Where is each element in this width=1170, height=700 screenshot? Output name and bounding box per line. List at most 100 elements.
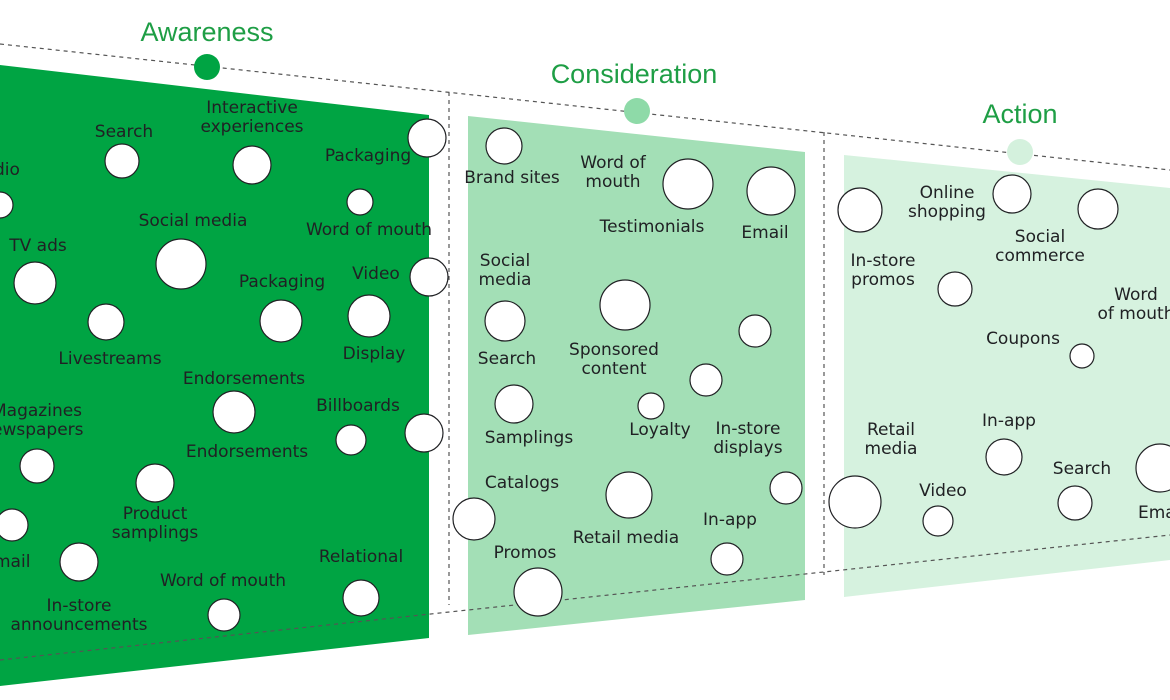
label-line: Display xyxy=(343,344,406,364)
label-line: Endorsements xyxy=(183,369,305,389)
bubble xyxy=(769,471,803,505)
consideration-panel xyxy=(468,116,805,635)
label-line: mouth xyxy=(585,172,640,192)
label-line: of mouth xyxy=(1098,304,1170,324)
awareness-labels: dioSearchInteractiveexperiencesPackaging… xyxy=(0,98,432,635)
action-title: Action xyxy=(982,99,1057,129)
bubble xyxy=(59,542,99,582)
bubble xyxy=(513,567,563,617)
awareness-channel-label: Video xyxy=(352,264,400,284)
label-line: In-app xyxy=(982,411,1036,431)
bubble xyxy=(0,508,29,542)
label-line: media xyxy=(479,270,532,290)
label-line: announcements xyxy=(10,615,147,635)
label-line: Billboards xyxy=(316,396,400,416)
label-line: Retail media xyxy=(573,528,679,548)
awareness-marker-dot xyxy=(194,54,220,80)
bubble xyxy=(484,300,526,342)
bubble xyxy=(335,424,367,456)
label-line: shopping xyxy=(908,202,986,222)
label-line: In-app xyxy=(703,510,757,530)
bubble xyxy=(104,143,140,179)
label-line: mail xyxy=(0,552,30,572)
label-line: In-store xyxy=(47,596,112,616)
awareness-title: Awareness xyxy=(140,17,273,47)
consideration-channel-label: In-app xyxy=(703,510,757,530)
label-line: Retail xyxy=(867,420,915,440)
label-line: Search xyxy=(1053,459,1111,479)
awareness-channel-label: Relational xyxy=(319,547,403,567)
bubble xyxy=(232,145,272,185)
label-line: Livestreams xyxy=(58,349,161,369)
label-line: Packaging xyxy=(325,146,411,166)
awareness-channel-label: Livestreams xyxy=(58,349,161,369)
bubble xyxy=(407,118,447,158)
label-line: commerce xyxy=(995,246,1085,266)
label-line: Catalogs xyxy=(485,473,559,493)
bubble xyxy=(689,363,723,397)
label-line: Testimonials xyxy=(599,217,705,237)
label-line: ewspapers xyxy=(0,420,84,440)
action-channel-label: Video xyxy=(919,481,967,501)
bubble xyxy=(494,384,534,424)
bubble xyxy=(985,438,1023,476)
consideration-channel-label: Brand sites xyxy=(464,168,560,188)
bubble xyxy=(0,191,14,219)
consideration-channel-label: Samplings xyxy=(485,428,574,448)
bubble xyxy=(1135,443,1170,493)
consideration-title: Consideration xyxy=(551,59,718,89)
bubble xyxy=(155,238,207,290)
bubble xyxy=(404,413,444,453)
bubble xyxy=(346,188,374,216)
label-line: Coupons xyxy=(986,329,1060,349)
bubble xyxy=(1069,343,1095,369)
label-line: promos xyxy=(851,270,915,290)
bubble xyxy=(599,279,651,331)
bubble xyxy=(828,475,882,529)
bubble xyxy=(992,174,1032,214)
label-line: Promos xyxy=(494,543,557,563)
label-line: dio xyxy=(0,160,20,180)
bubble xyxy=(746,166,796,216)
bubble xyxy=(347,294,391,338)
dashed-guides xyxy=(0,43,1170,661)
label-line: Word xyxy=(1114,285,1158,305)
bubble xyxy=(922,505,954,537)
label-line: Endorsements xyxy=(186,442,308,462)
label-line: Brand sites xyxy=(464,168,560,188)
action-channel-label: Coupons xyxy=(986,329,1060,349)
label-line: TV ads xyxy=(8,236,67,256)
label-line: In-store xyxy=(716,419,781,439)
label-line: Word of mouth xyxy=(306,220,432,240)
action-panel xyxy=(844,155,1170,597)
label-line: Ema xyxy=(1138,503,1170,523)
action-channel-label: Search xyxy=(1053,459,1111,479)
action-channel-label: In-app xyxy=(982,411,1036,431)
label-line: Sponsored xyxy=(569,340,659,360)
label-line: displays xyxy=(713,438,782,458)
consideration-channel-label: Promos xyxy=(494,543,557,563)
label-line: Social media xyxy=(139,211,248,231)
label-line: samplings xyxy=(112,523,199,543)
bubble xyxy=(342,579,380,617)
label-line: Video xyxy=(919,481,967,501)
action-channel-label: Ema xyxy=(1138,503,1170,523)
label-line: Relational xyxy=(319,547,403,567)
bubble xyxy=(1077,188,1119,230)
bubble xyxy=(605,471,653,519)
label-line: Social xyxy=(480,251,530,271)
awareness-channel-label: dio xyxy=(0,160,20,180)
